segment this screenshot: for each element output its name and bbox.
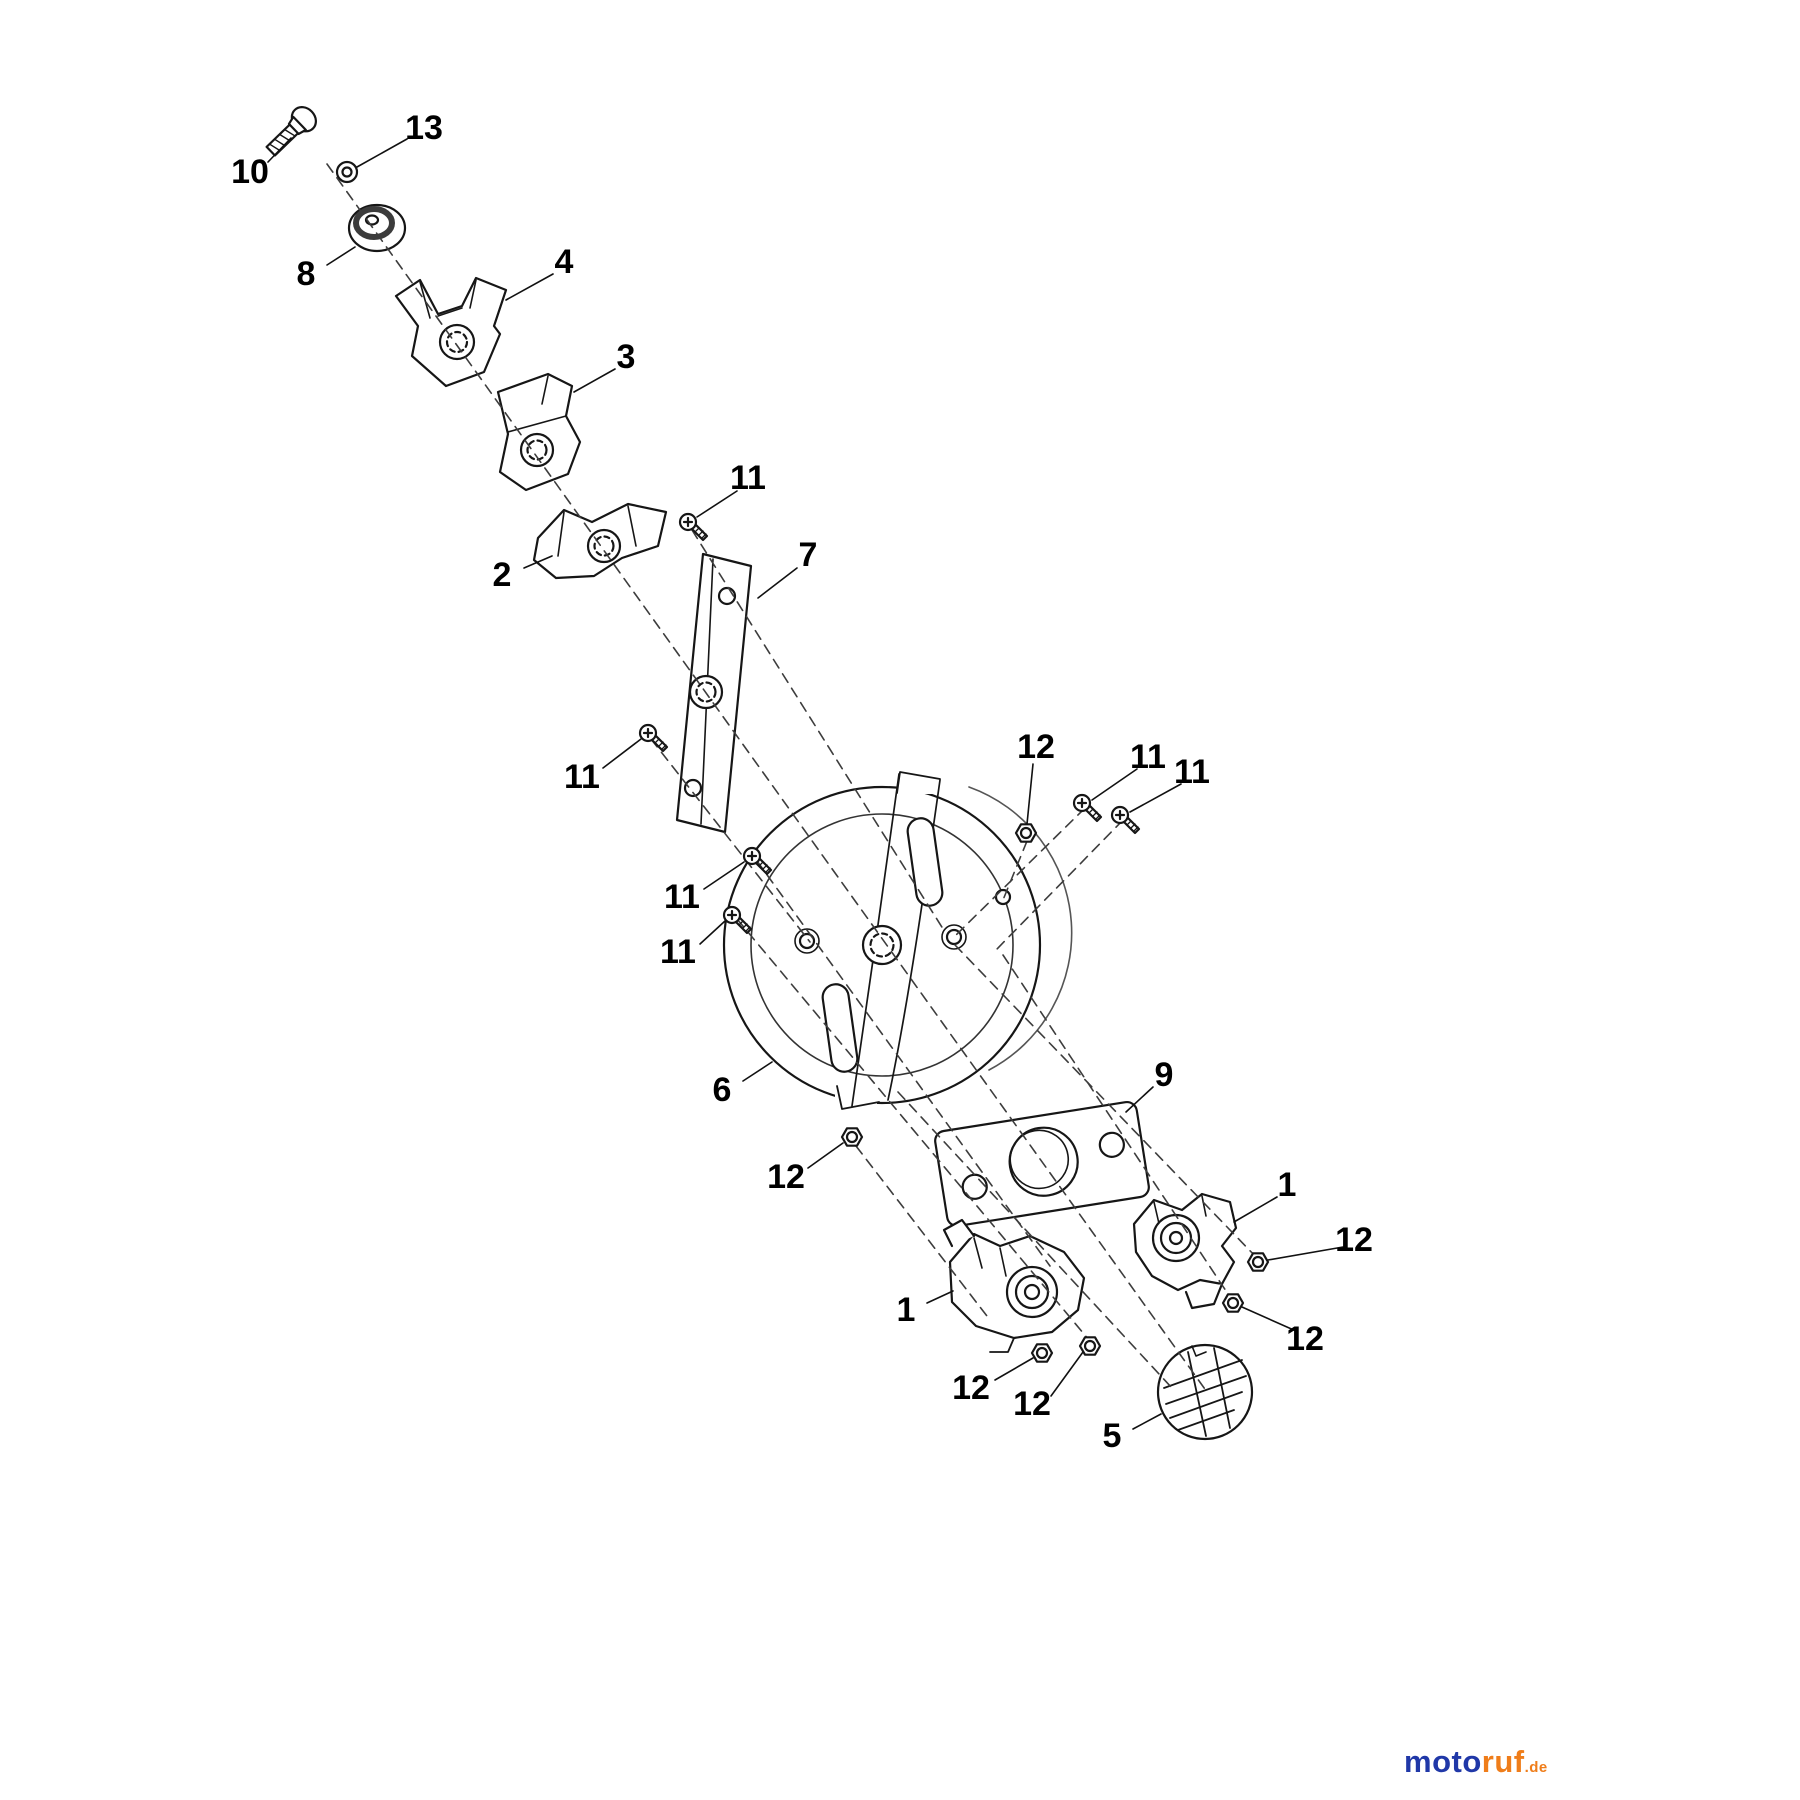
part-13-washer xyxy=(335,160,359,184)
part-label-12: 12 xyxy=(1335,1221,1373,1259)
part-label-3: 3 xyxy=(616,338,636,376)
part-label-11: 11 xyxy=(1130,738,1166,776)
part-label-10: 10 xyxy=(231,153,269,191)
part-9-plate xyxy=(934,1100,1150,1228)
part-label-9: 9 xyxy=(1154,1056,1174,1094)
part-label-6: 6 xyxy=(712,1071,732,1109)
part-label-1: 1 xyxy=(1277,1166,1297,1204)
part-label-2: 2 xyxy=(492,556,512,594)
part-label-12: 12 xyxy=(767,1158,805,1196)
part-5-cap xyxy=(1156,1343,1254,1441)
part-label-11: 11 xyxy=(664,878,700,916)
part-12-nut xyxy=(1030,1343,1054,1363)
part-4-blade xyxy=(394,276,508,388)
part-1-bracket-left xyxy=(942,1218,1086,1353)
part-12-nut xyxy=(1221,1293,1245,1313)
watermark-text-blue: moto xyxy=(1404,1744,1482,1779)
part-label-7: 7 xyxy=(798,536,818,574)
watermark-text-orange: ruf xyxy=(1481,1744,1525,1779)
part-2-blade xyxy=(532,502,668,580)
part-label-5: 5 xyxy=(1102,1417,1122,1455)
part-7-blade xyxy=(675,552,753,834)
part-label-11: 11 xyxy=(564,758,600,796)
part-label-11: 11 xyxy=(660,933,696,971)
part-label-12: 12 xyxy=(952,1369,990,1407)
part-11-screw xyxy=(638,723,669,753)
part-10-bolt xyxy=(265,106,317,157)
part-label-8: 8 xyxy=(296,255,316,293)
part-label-12: 12 xyxy=(1286,1320,1324,1358)
part-1-bracket-right xyxy=(1132,1192,1238,1310)
part-label-12: 12 xyxy=(1017,728,1055,766)
part-11-screw xyxy=(1110,805,1141,835)
axis-dashed-lines xyxy=(326,163,1258,1393)
part-label-12: 12 xyxy=(1013,1385,1051,1423)
part-3-blade xyxy=(496,372,582,492)
part-label-4: 4 xyxy=(554,243,574,281)
part-8-washer xyxy=(347,203,407,253)
center-axis-dashed xyxy=(326,163,1208,1393)
part-label-11: 11 xyxy=(730,459,766,497)
part-label-11: 11 xyxy=(1174,753,1210,791)
part-6-disc xyxy=(722,770,1073,1111)
part-11-screw xyxy=(1072,793,1103,823)
part-label-1: 1 xyxy=(896,1291,916,1329)
leader-lines xyxy=(267,137,1344,1430)
part-12-nut xyxy=(1014,823,1038,843)
part-12-nut xyxy=(840,1127,864,1147)
part-label-13: 13 xyxy=(405,109,443,147)
watermark-suffix: .de xyxy=(1524,1759,1548,1776)
watermark-motoruf: motoruf.de xyxy=(1404,1744,1548,1780)
part-12-nut xyxy=(1246,1252,1270,1272)
part-11-screw xyxy=(678,512,709,542)
